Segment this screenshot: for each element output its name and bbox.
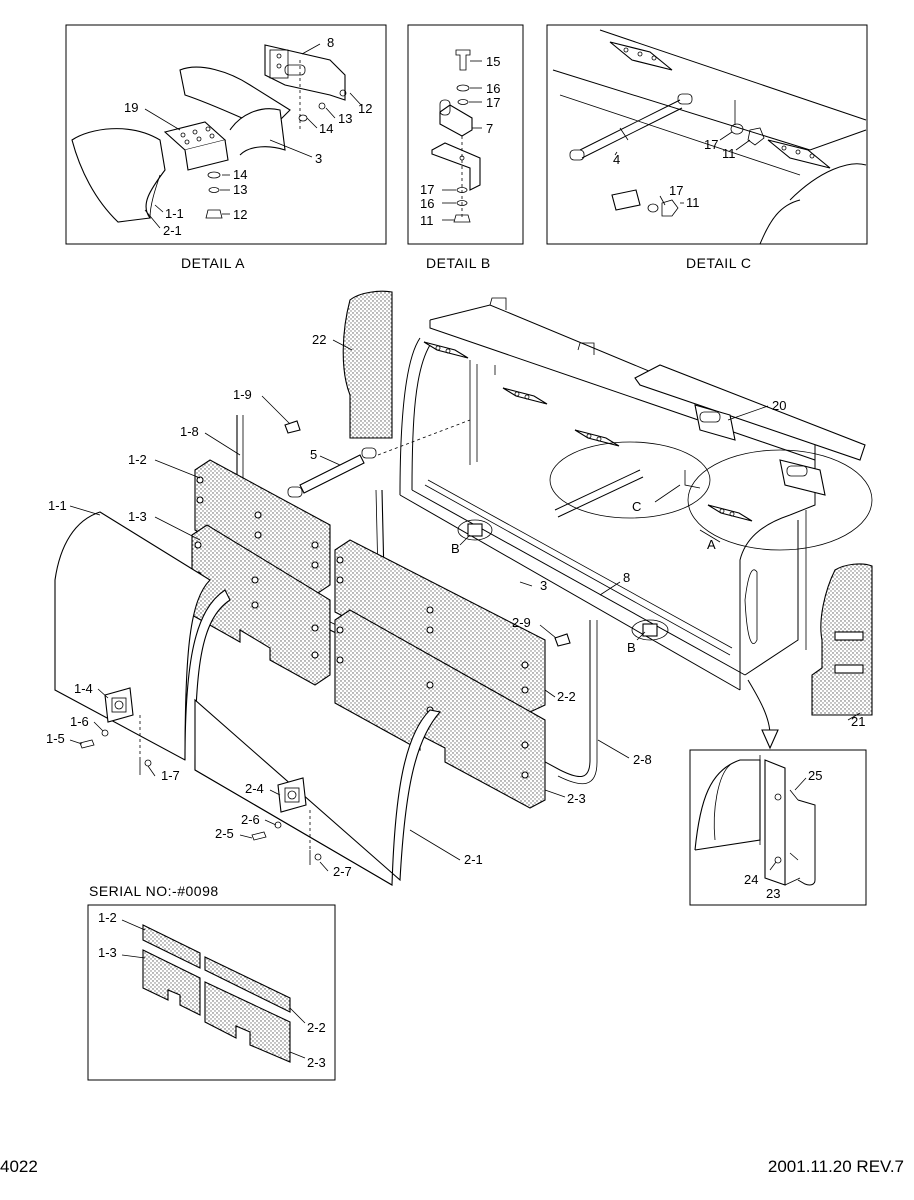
detail-a: 8 19 12 14 13 3 14 13 12 1-1 2-1	[65, 24, 387, 245]
callout-1-1: 1-1	[48, 498, 67, 513]
callout-2-5: 2-5	[215, 826, 234, 841]
detail-b: 15 16 17 7 17 16 11	[407, 24, 524, 245]
part-2-1-cover	[194, 698, 442, 886]
callout-c: C	[632, 499, 641, 514]
callout-2-6: 2-6	[241, 812, 260, 827]
serial-part-1-3	[142, 949, 201, 1016]
detail-side-frame	[689, 749, 867, 906]
serial-detail: 1-2 1-3 2-2 2-3	[87, 904, 336, 1081]
part-2-2-insulation	[334, 539, 546, 713]
callout-serial-2-3: 2-3	[307, 1055, 326, 1070]
serial-detail-frame	[87, 904, 336, 1081]
part-1-4-latch	[79, 687, 152, 775]
callout-1-2: 1-2	[128, 452, 147, 467]
detail-a-frame	[65, 24, 387, 245]
callout-1-6: 1-6	[70, 714, 89, 729]
callout-5: 5	[310, 447, 317, 462]
serial-note: SERIAL NO:-#0098	[89, 883, 219, 899]
callout-20: 20	[772, 398, 786, 413]
revision-date: 2001.11.20 REV.7	[768, 1157, 904, 1176]
callout-1-4: 1-4	[74, 681, 93, 696]
detail-b-frame	[407, 24, 524, 245]
cover-frame	[399, 297, 816, 691]
callout-2-8: 2-8	[633, 752, 652, 767]
callout-a-19: 19	[124, 100, 138, 115]
callout-b-2: B	[627, 640, 636, 655]
callout-1-5: 1-5	[46, 731, 65, 746]
part-2-3-insulation	[334, 609, 546, 809]
detail-a-caption: DETAIL A	[181, 255, 245, 271]
callout-c-17: 17	[704, 137, 718, 152]
callout-b-17: 17	[486, 95, 500, 110]
part-2-4-latch	[251, 777, 322, 865]
callout-b-11: 11	[420, 213, 434, 228]
page-number: 4022	[0, 1157, 38, 1176]
serial-part-1-2	[142, 924, 201, 969]
detail-side-latch: 25 24 23	[689, 749, 867, 906]
detail-c-frame	[546, 24, 868, 245]
callout-a-8: 8	[327, 35, 334, 50]
callout-c-17b: 17	[669, 183, 683, 198]
callout-2-4: 2-4	[245, 781, 264, 796]
callout-a-12b: 12	[233, 207, 247, 222]
main-assembly: 22 20 1-9 1-8 5 1-2 1-1 1-3 B C A 3 8 B …	[46, 290, 873, 886]
callout-1-7: 1-7	[161, 768, 180, 783]
serial-part-2-2	[204, 956, 291, 1013]
callout-b-16b: 16	[420, 196, 434, 211]
callout-c-4: 4	[613, 152, 620, 167]
callout-24: 24	[744, 872, 758, 887]
detail-b-bracket-7	[439, 104, 473, 137]
detail-a-marker	[687, 449, 873, 551]
serial-part-2-3	[204, 981, 291, 1063]
callout-c-11b: 11	[686, 195, 700, 210]
part-2-9-bolt	[554, 633, 571, 647]
detail-b-mount	[431, 142, 481, 191]
callout-22: 22	[312, 332, 326, 347]
callout-25: 25	[808, 768, 822, 783]
callout-b-16: 16	[486, 81, 500, 96]
callout-23: 23	[766, 886, 780, 901]
part-1-3-insulation	[191, 524, 331, 686]
callout-1-9: 1-9	[233, 387, 252, 402]
part-1-9-bolt	[284, 420, 301, 434]
callout-a-13b: 13	[233, 182, 247, 197]
detail-b-marker-1	[457, 519, 493, 541]
detail-b-marker-2	[631, 619, 669, 641]
callout-serial-2-2: 2-2	[307, 1020, 326, 1035]
callout-8: 8	[623, 570, 630, 585]
detail-a-left-body	[71, 128, 166, 223]
callout-c-11: 11	[722, 146, 736, 161]
callout-a-3: 3	[315, 151, 322, 166]
callout-a-2-1: 2-1	[163, 223, 182, 238]
callout-a-12: 12	[358, 101, 372, 116]
callout-2-9: 2-9	[512, 615, 531, 630]
callout-2-1: 2-1	[464, 852, 483, 867]
detail-c-marker	[549, 441, 711, 519]
detail-c-caption: DETAIL C	[686, 255, 751, 271]
callout-a: A	[707, 537, 716, 552]
callout-serial-1-3: 1-3	[98, 945, 117, 960]
part-1-1-cover	[54, 511, 211, 761]
callout-1-8: 1-8	[180, 424, 199, 439]
callout-b-7: 7	[486, 121, 493, 136]
callout-2-2: 2-2	[557, 689, 576, 704]
callout-a-1-1: 1-1	[165, 206, 184, 221]
callout-a-14: 14	[319, 121, 333, 136]
callout-2-7: 2-7	[333, 864, 352, 879]
callout-a-13: 13	[338, 111, 352, 126]
callout-21: 21	[851, 714, 865, 729]
callout-b-15: 15	[486, 54, 500, 69]
part-22-side-panel	[342, 290, 393, 439]
detail-b-caption: DETAIL B	[426, 255, 491, 271]
callout-serial-1-2: 1-2	[98, 910, 117, 925]
part-1-2-insulation	[194, 459, 331, 596]
callout-b-1: B	[451, 541, 460, 556]
callout-1-3: 1-3	[128, 509, 147, 524]
callout-b-17b: 17	[420, 182, 434, 197]
callout-a-14b: 14	[233, 167, 247, 182]
detail-c: 4 17 11 17 11	[546, 24, 868, 245]
callout-2-3: 2-3	[567, 791, 586, 806]
callout-3: 3	[540, 578, 547, 593]
